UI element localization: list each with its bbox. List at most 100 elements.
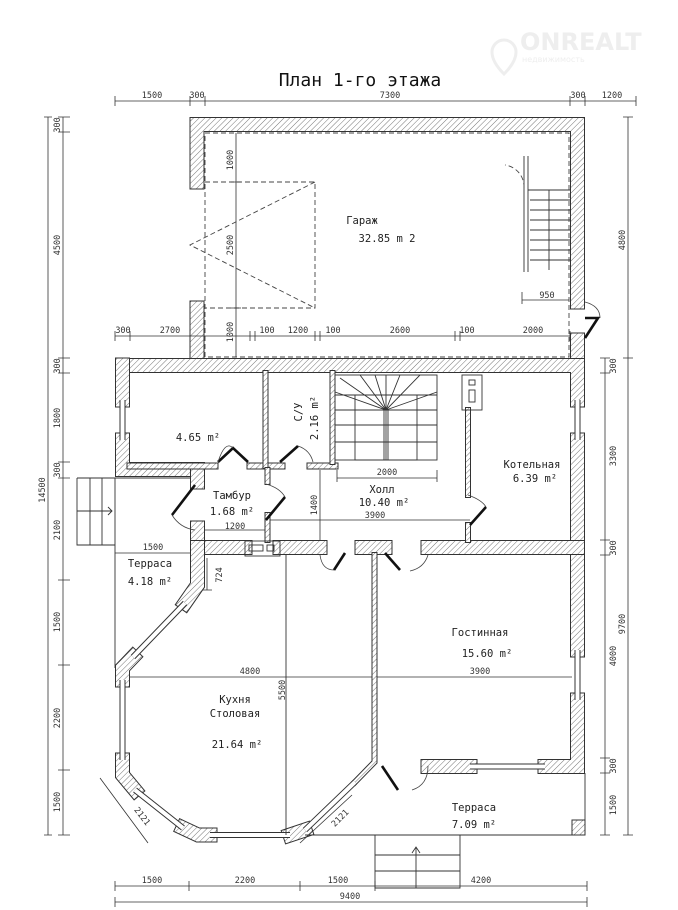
- room-garage-area: 32.85 m 2: [359, 233, 416, 245]
- dim-garage-row-6: 2600: [390, 326, 410, 336]
- door-terrace[interactable]: [380, 765, 429, 791]
- wall: [281, 821, 314, 844]
- dim-garage-stair: 950: [539, 291, 554, 301]
- dim-bottom-total: 9400: [340, 892, 360, 902]
- watermark-tagline: недвижимость: [522, 55, 585, 64]
- dim-garage-row-3: 100: [259, 326, 274, 336]
- room-hall-name: Холл: [369, 484, 394, 496]
- wall-outline: [350, 552, 378, 787]
- fixtures: [76, 132, 586, 889]
- room-vestibule-area: 1.68 m²: [210, 506, 254, 518]
- dim-kitchen-depth: 5500: [278, 680, 288, 700]
- dim-terrace-left-depth: 724: [215, 567, 225, 582]
- dim-garage-row-4: 1200: [288, 326, 308, 336]
- room-boiler-name: Котельная: [504, 459, 561, 471]
- watermark: ONREALT недвижимость: [490, 28, 642, 77]
- dim-right-5: 300: [609, 758, 619, 773]
- house-pin-icon: [490, 38, 518, 77]
- wall: [116, 359, 584, 407]
- wall: [116, 753, 145, 800]
- dim-bottom-2: 2200: [235, 876, 255, 886]
- door-garage-side[interactable]: [583, 301, 601, 339]
- dimension-lines: [44, 96, 637, 907]
- dim-left-3: 300: [53, 358, 63, 373]
- dim-right-6: 1500: [609, 795, 619, 815]
- dim-living-width: 3900: [470, 667, 490, 677]
- dim-stair-width: 2000: [377, 468, 397, 478]
- dim-garage-row-5: 100: [325, 326, 340, 336]
- window-glass: [303, 780, 357, 832]
- dim-right-3: 300: [609, 540, 619, 555]
- dim-top-5: 1200: [602, 91, 622, 101]
- room-terrace-right-name: Терраса: [452, 802, 496, 814]
- window-glass: [131, 601, 187, 659]
- door-boiler[interactable]: [467, 494, 487, 526]
- dim-garage-row-8: 2000: [523, 326, 543, 336]
- dim-garage-row-7: 100: [459, 326, 474, 336]
- wall: [174, 819, 217, 842]
- watermark-brand: ONREALT: [520, 28, 642, 56]
- door-wc[interactable]: [279, 445, 314, 463]
- dim-right-4: 4000: [609, 646, 619, 666]
- dim-left-7: 1500: [53, 612, 63, 632]
- room-terrace-right-area: 7.09 m²: [452, 819, 496, 831]
- room-living-area: 15.60 m²: [462, 648, 513, 660]
- doors: [170, 301, 601, 791]
- door-vestibule-inner[interactable]: [264, 483, 287, 521]
- dim-right-2: 3300: [609, 446, 619, 466]
- door-vestibule-outer[interactable]: [170, 484, 197, 531]
- room-kitchen-name2: Столовая: [210, 708, 261, 720]
- room-kitchen-name: Кухня: [219, 694, 251, 706]
- room-vestibule-name: Тамбур: [213, 490, 251, 502]
- dim-vestibule-width: 1200: [225, 522, 245, 532]
- wall-outline: [189, 117, 585, 310]
- room-wc-name: С/У: [293, 403, 305, 422]
- dim-left-1: 300: [53, 117, 63, 132]
- door-storage[interactable]: [217, 445, 249, 463]
- room-storage-area: 4.65 m²: [176, 432, 220, 444]
- dim-left-total: 14500: [38, 477, 48, 503]
- dim-terrace-left-width: 1500: [143, 543, 163, 553]
- room-terrace-left-area: 4.18 m²: [128, 576, 172, 588]
- room-garage-name: Гараж: [346, 215, 378, 227]
- dim-hall-width: 3900: [365, 511, 385, 521]
- dim-bottom-4: 4200: [471, 876, 491, 886]
- wall: [175, 541, 204, 613]
- wall: [116, 647, 143, 687]
- sink: [244, 540, 281, 557]
- room-kitchen-area: 21.64 m²: [212, 739, 263, 751]
- dim-garage-row-2: 2700: [160, 326, 180, 336]
- window-glass: [133, 788, 185, 830]
- dim-right-outer-1: 4800: [618, 230, 628, 250]
- room-labels: Гараж 32.85 m 2 4.65 m² С/У 2.16 m² Коте…: [128, 215, 561, 831]
- dim-top-4: 300: [570, 91, 585, 101]
- dim-left-5: 300: [53, 462, 63, 477]
- dim-hall-depth: 1400: [310, 495, 320, 515]
- dim-right-1: 300: [609, 358, 619, 373]
- dim-top-3: 7300: [380, 91, 400, 101]
- room-boiler-area: 6.39 m²: [513, 473, 557, 485]
- dim-top-2: 300: [189, 91, 204, 101]
- dim-left-8: 2200: [53, 708, 63, 728]
- door-living[interactable]: [384, 552, 429, 572]
- dim-kitchen-width: 4800: [240, 667, 260, 677]
- dim-right-outer-2: 9700: [618, 614, 628, 634]
- chimney: [461, 374, 483, 411]
- dim-bay-diag-right: 2121: [330, 808, 352, 830]
- room-wc-area: 2.16 m²: [309, 396, 321, 440]
- dim-left-4: 1800: [53, 408, 63, 428]
- dim-bottom-3: 1500: [328, 876, 348, 886]
- wall: [538, 693, 584, 773]
- room-hall-area: 10.40 m²: [359, 497, 410, 509]
- dim-left-2: 4500: [53, 235, 63, 255]
- entrance-steps-terrace: [374, 835, 461, 889]
- terrace-right-outline: [305, 773, 586, 836]
- dim-left-9: 1500: [53, 792, 63, 812]
- wall: [190, 118, 584, 309]
- door-kitchen[interactable]: [319, 552, 347, 571]
- dim-left-6: 2100: [53, 520, 63, 540]
- dim-garage-row-1: 300: [115, 326, 130, 336]
- dim-top-1: 1500: [142, 91, 162, 101]
- room-terrace-left-name: Терраса: [128, 558, 172, 570]
